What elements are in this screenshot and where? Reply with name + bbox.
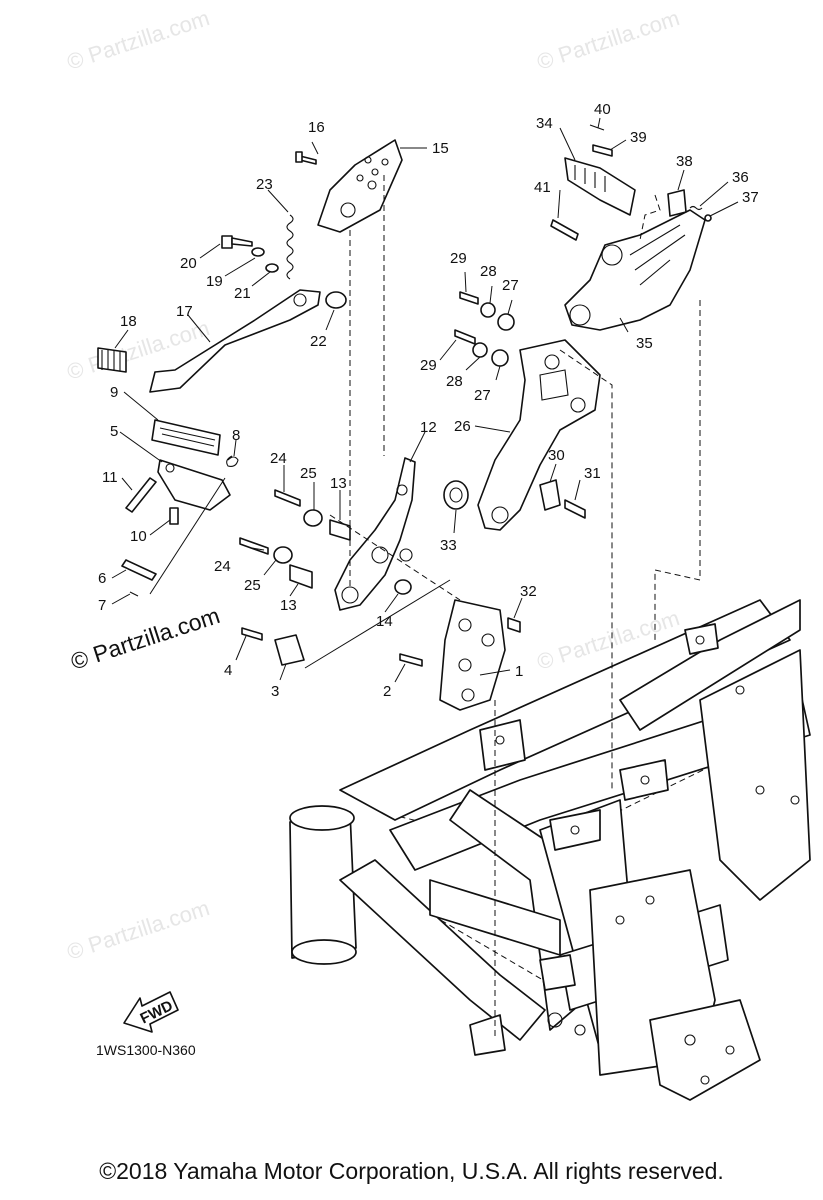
callout-11: 11 [102, 469, 118, 486]
callout-9: 9 [110, 384, 118, 401]
passenger-peg [564, 157, 636, 216]
footpeg-rubber [151, 419, 221, 456]
callout-25a: 25 [300, 465, 317, 482]
callout-4: 4 [224, 662, 232, 679]
diagram-code: 1WS1300-N360 [96, 1042, 196, 1058]
callout-13a: 13 [330, 475, 347, 492]
left-footrest-plate [334, 457, 416, 611]
callout-30: 30 [548, 447, 565, 464]
watermark-top-right: © Partzilla.com [534, 5, 683, 75]
watermark-top-left: © Partzilla.com [64, 5, 213, 75]
callout-25b: 25 [244, 577, 261, 594]
footpeg-bracket [157, 459, 231, 511]
callout-17: 17 [176, 303, 193, 320]
callout-19: 19 [206, 273, 223, 290]
right-footrest-group [443, 124, 712, 531]
callout-14: 14 [376, 613, 393, 630]
callout-22: 22 [310, 333, 327, 350]
callout-34: 34 [536, 115, 553, 132]
callout-20: 20 [180, 255, 197, 272]
frame-bracket [439, 599, 506, 711]
callout-33: 33 [440, 537, 457, 554]
callout-36: 36 [732, 169, 749, 186]
leader-lines [111, 117, 739, 1040]
callout-numbers: 1 2 3 4 5 6 7 8 9 10 11 12 13 13 14 15 1… [98, 101, 759, 700]
callout-1: 1 [515, 663, 523, 680]
watermark-low-left: © Partzilla.com [64, 895, 213, 965]
callout-3: 3 [271, 683, 279, 700]
callout-2: 2 [383, 683, 391, 700]
callout-35: 35 [636, 335, 653, 352]
callout-18: 18 [120, 313, 137, 330]
callout-37: 37 [742, 189, 759, 206]
fwd-arrow: FWD [123, 991, 179, 1033]
callout-15: 15 [432, 140, 449, 157]
callout-6: 6 [98, 570, 106, 587]
callout-8: 8 [232, 427, 240, 444]
callout-32: 32 [520, 583, 537, 600]
brake-pedal [149, 289, 321, 393]
callout-13b: 13 [280, 597, 297, 614]
frame-assembly [289, 599, 811, 1101]
watermark-prominent: © Partzilla.com [68, 602, 223, 675]
callout-29b: 29 [420, 357, 437, 374]
callout-16: 16 [308, 119, 325, 136]
pedal-rubber [97, 347, 127, 373]
callout-27a: 27 [502, 277, 519, 294]
callout-28a: 28 [480, 263, 497, 280]
callout-21: 21 [234, 285, 251, 302]
callout-12: 12 [420, 419, 437, 436]
left-footrest-group [97, 139, 521, 711]
callout-7: 7 [98, 597, 106, 614]
callout-24b: 24 [214, 558, 231, 575]
callout-10: 10 [130, 528, 147, 545]
callout-39: 39 [630, 129, 647, 146]
callout-31: 31 [584, 465, 601, 482]
callout-23: 23 [256, 176, 273, 193]
callout-26: 26 [454, 418, 471, 435]
callout-5: 5 [110, 423, 118, 440]
callout-24a: 24 [270, 450, 287, 467]
callout-40: 40 [594, 101, 611, 118]
callout-38: 38 [676, 153, 693, 170]
callout-28b: 28 [446, 373, 463, 390]
callout-29a: 29 [450, 250, 467, 267]
callout-27b: 27 [474, 387, 491, 404]
right-footrest-plate [477, 339, 601, 531]
copyright-notice: ©2018 Yamaha Motor Corporation, U.S.A. A… [99, 1158, 724, 1184]
heel-guard [317, 139, 403, 233]
callout-41: 41 [534, 179, 551, 196]
